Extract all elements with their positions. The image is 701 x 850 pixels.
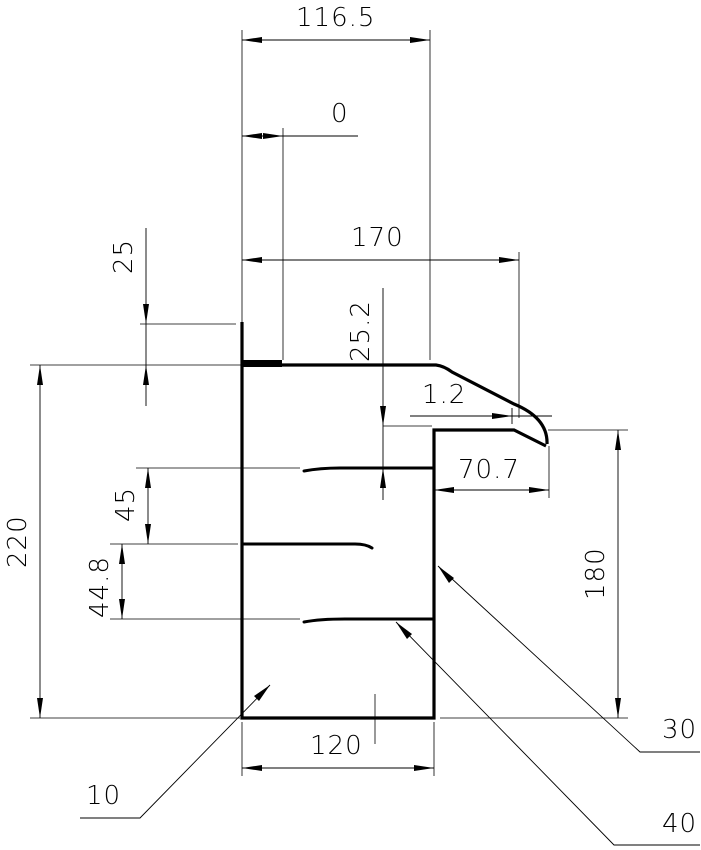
part-callouts: 10 30 40 xyxy=(86,715,697,839)
dim-220: 220 xyxy=(3,515,33,568)
dim-116-5: 116.5 xyxy=(296,3,375,33)
leader-lines xyxy=(80,565,700,846)
dimension-labels: 116.5 0 170 25 25.2 1.2 70.7 220 45 44.8… xyxy=(3,3,611,761)
callout-30: 30 xyxy=(662,715,697,745)
callout-10: 10 xyxy=(86,781,121,811)
fin-lower xyxy=(302,617,436,624)
top-nose-curve xyxy=(430,363,549,445)
dim-1-2: 1.2 xyxy=(422,380,466,410)
dim-45: 45 xyxy=(111,487,141,522)
dim-25: 25 xyxy=(109,239,139,274)
dim-170: 170 xyxy=(351,223,404,253)
fin-middle xyxy=(240,542,374,550)
profile-outline xyxy=(240,322,549,720)
left-wall xyxy=(240,322,547,720)
dim-44-8: 44.8 xyxy=(85,556,115,618)
dim-180: 180 xyxy=(581,547,611,600)
dim-0: 0 xyxy=(331,99,349,129)
fin-upper xyxy=(302,466,436,473)
dim-70-7: 70.7 xyxy=(458,455,520,485)
flange-weld-block xyxy=(242,360,282,367)
dimension-lines xyxy=(37,37,621,771)
callout-40: 40 xyxy=(662,809,697,839)
extension-lines xyxy=(30,30,628,776)
dim-25-2: 25.2 xyxy=(346,300,376,362)
dim-120: 120 xyxy=(310,731,363,761)
